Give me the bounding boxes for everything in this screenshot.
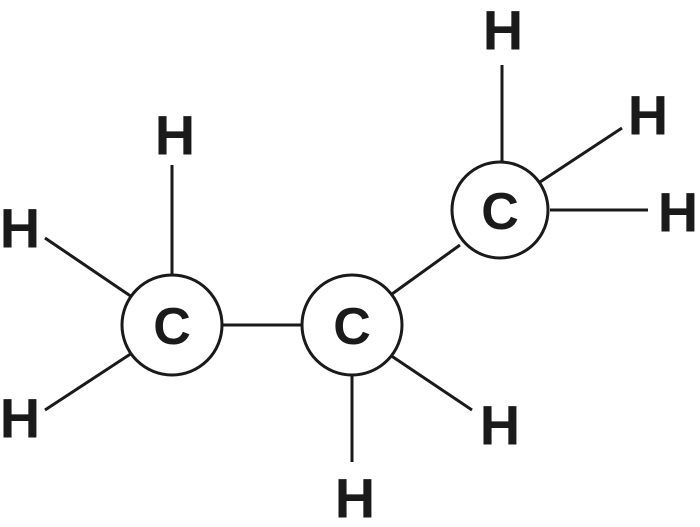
carbon-atoms: C C C: [120, 160, 550, 377]
hydrogen-label: H: [480, 394, 520, 457]
bond-c2-c3: [391, 243, 461, 296]
hydrogen-label: H: [0, 197, 40, 260]
hydrogen-label: H: [335, 467, 375, 527]
hydrogen-label: H: [658, 181, 698, 244]
hydrogen-label: H: [0, 387, 40, 450]
carbon-atom-2: C: [300, 273, 404, 377]
hydrogen-label: H: [483, 0, 523, 62]
carbon-atom-3: C: [450, 160, 550, 260]
bond-c3-h-right-up: [539, 126, 623, 184]
carbon-label: C: [153, 298, 191, 356]
hydrogen-label: H: [628, 84, 668, 147]
hydrogen-label: H: [155, 104, 195, 167]
bond-c1-h-left-down: [44, 351, 133, 412]
carbon-label: C: [481, 183, 519, 241]
bond-c2-h-right-down: [389, 353, 473, 412]
carbon-atom-1: C: [120, 273, 224, 377]
carbon-label: C: [333, 298, 371, 356]
bond-c1-h-left-up: [44, 236, 133, 299]
bonds: [44, 65, 648, 462]
